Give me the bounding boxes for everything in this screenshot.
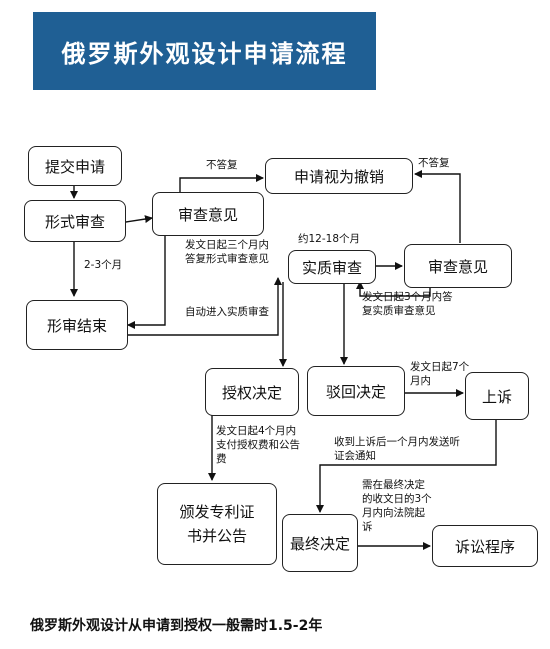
node-exam-opinion-1: 审查意见	[152, 192, 264, 236]
node-formal-review: 形式审查	[24, 200, 126, 242]
node-formal-end: 形审结束	[26, 300, 128, 350]
label-auto-substantive: 自动进入实质审查	[185, 306, 269, 318]
edge-appeal-final	[316, 420, 497, 513]
node-submit: 提交申请	[28, 146, 122, 186]
label-no-reply-2: 不答复	[418, 157, 450, 169]
footer-note: 俄罗斯外观设计从申请到授权一般需时1.5-2年	[30, 618, 323, 634]
label-about-12-18: 约12-18个月	[298, 233, 361, 245]
edge-opinion2-substantive	[356, 281, 431, 297]
node-deemed-withdrawn: 申请视为撤销	[265, 158, 413, 194]
title-banner: 俄罗斯外观设计申请流程	[33, 12, 376, 90]
edge-formal-opinion1	[125, 215, 153, 224]
node-issue-patent: 颁发专利证书并公告	[157, 483, 277, 565]
edge-opinion1-formalend	[127, 235, 166, 329]
label-reply-3m-substantive: 发文日起3个月内答复实质审查意见	[362, 291, 453, 317]
label-hearing-notice: 收到上诉后一个月内发送听证会通知	[334, 436, 460, 462]
node-appeal: 上诉	[465, 372, 529, 420]
node-reject-decision: 驳回决定	[307, 366, 405, 416]
label-reply-3m-formal: 发文日起三个月内答复形式审查意见	[185, 239, 269, 265]
label-two-three-months: 2-3个月	[84, 259, 123, 271]
edge-opinion1-withdrawn	[179, 174, 264, 198]
edge-formalend-substantive	[128, 277, 282, 336]
node-grant-decision: 授权决定	[205, 368, 299, 416]
node-exam-opinion-2: 审查意见	[404, 244, 512, 288]
edge-opinion2-withdrawn	[414, 170, 461, 243]
node-final-decision: 最终决定	[282, 514, 358, 572]
label-pay-fees-4m: 发文日起4个月内支付授权费和公告费	[216, 425, 300, 465]
label-no-reply-1: 不答复	[206, 159, 238, 171]
node-litigation: 诉讼程序	[432, 525, 538, 567]
label-sue-3m: 需在最终决定的收文日的3个月内向法院起诉	[362, 479, 432, 533]
diagram-title: 俄罗斯外观设计申请流程	[61, 39, 348, 68]
label-seven-months: 发文日起7个月内	[410, 361, 470, 387]
node-substantive-review: 实质审查	[288, 250, 376, 284]
